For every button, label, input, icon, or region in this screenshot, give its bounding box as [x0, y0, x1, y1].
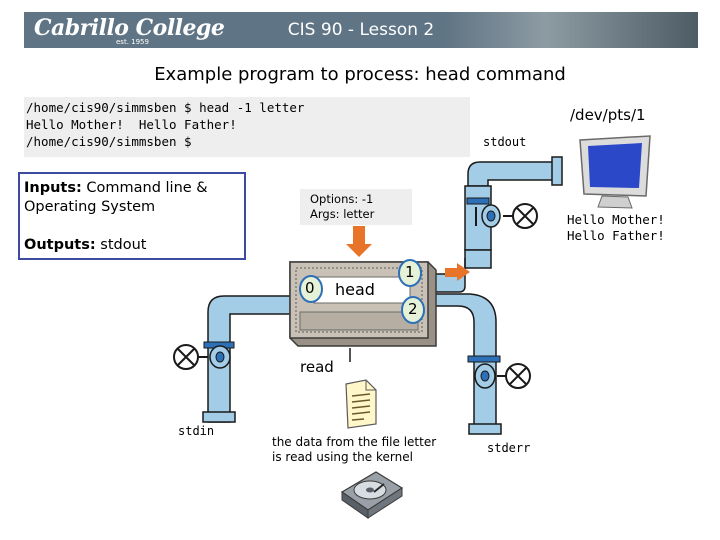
monitor-output: Hello Mother! Hello Father! — [567, 212, 665, 244]
stdin-pipe — [202, 295, 293, 423]
read-label: read — [300, 358, 334, 376]
device-label: /dev/pts/1 — [570, 106, 646, 124]
fd0-label: 0 — [305, 279, 315, 297]
terminal-session: /home/cis90/simmsben $ head -1 letter He… — [24, 97, 470, 157]
io-summary-box: Inputs: Command line & Operating System … — [18, 172, 246, 260]
lesson-title: CIS 90 - Lesson 2 — [287, 20, 435, 40]
document-icon — [345, 379, 377, 429]
stdin-valve-x-icon — [173, 341, 235, 370]
fd2-circle — [401, 296, 425, 324]
header-banner: Cabrillo College est. 1959 CIS 90 - Less… — [24, 12, 698, 48]
hard-drive-icon — [340, 471, 404, 519]
fd0-circle — [299, 275, 323, 303]
outputs-text: stdout — [100, 237, 147, 253]
file-caption-line: is read using the kernel — [272, 450, 413, 464]
stdout-arrow-right-icon — [445, 263, 470, 281]
terminal-line: /home/cis90/simmsben $ — [26, 134, 192, 149]
fd2-label: 2 — [408, 300, 418, 318]
slide-title: Example program to process: head command — [154, 64, 566, 85]
args-line: Args: letter — [310, 207, 375, 221]
fd1-circle — [398, 259, 422, 287]
logo-est: est. 1959 — [116, 38, 149, 46]
program-name: head — [335, 280, 375, 299]
stdout-label: stdout — [483, 135, 527, 149]
options-arrow-down-icon — [346, 226, 372, 257]
stdout-valve-x-icon — [466, 197, 538, 229]
stderr-pipe — [427, 293, 502, 435]
inputs-text-2: Operating System — [24, 199, 156, 215]
monitor-output-line: Hello Father! — [567, 228, 665, 243]
stderr-label: stderr — [487, 441, 531, 455]
options-box: Options: -1 Args: letter — [300, 189, 412, 225]
monitor-output-line: Hello Mother! — [567, 212, 665, 227]
stdin-label: stdin — [178, 424, 215, 438]
stderr-valve-x-icon — [467, 355, 531, 389]
file-caption-line: the data from the file letter — [272, 435, 437, 449]
inputs-text: Command line & — [86, 180, 208, 196]
inputs-line: Inputs: Command line & — [24, 179, 208, 198]
fd1-label: 1 — [405, 263, 415, 281]
monitor-icon — [579, 135, 651, 209]
college-logo: Cabrillo College — [34, 15, 225, 41]
terminal-line: /home/cis90/simmsben $ head -1 letter — [26, 100, 305, 115]
terminal-line: Hello Mother! Hello Father! — [26, 117, 237, 132]
inputs-label: Inputs: — [24, 180, 82, 196]
header-photo — [444, 12, 698, 48]
outputs-label: Outputs: — [24, 237, 96, 253]
file-caption: the data from the file letter is read us… — [272, 435, 436, 465]
options-line: Options: -1 — [310, 192, 374, 206]
stdout-pipe — [427, 156, 563, 293]
outputs-line: Outputs: stdout — [24, 236, 146, 255]
